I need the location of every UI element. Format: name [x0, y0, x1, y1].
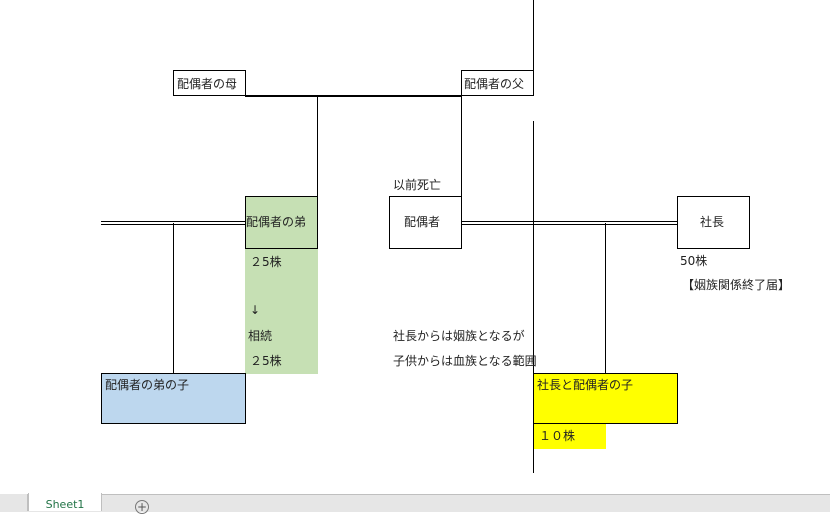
- child-shares-fill: [534, 424, 606, 449]
- brother-shares-fill: [245, 248, 318, 374]
- range-annotation-line1: 社長からは姻族となるが: [393, 329, 525, 343]
- connector-parents-to-spouse: [461, 96, 462, 197]
- node-president: 社長: [677, 196, 750, 249]
- range-divider-line: [533, 121, 534, 473]
- president-shares: 50株: [680, 254, 708, 268]
- connector-marriage-to-child: [605, 223, 606, 374]
- node-label: 配偶者の父: [464, 77, 525, 91]
- node-label: 配偶者: [404, 215, 441, 229]
- president-note: 【姻族関係終了届】: [682, 278, 791, 292]
- node-label: 社長と配偶者の子: [537, 378, 634, 392]
- node-label: 配偶者の弟の子: [105, 378, 190, 392]
- child-shares: １０株: [539, 429, 576, 443]
- connector-parents-marriage: [245, 95, 462, 97]
- inherit-shares: ２5株: [250, 354, 282, 368]
- spouse-note: 以前死亡: [393, 178, 442, 192]
- node-spouse-brother: 配偶者の弟: [245, 196, 318, 249]
- inherit-label: 相続: [248, 329, 273, 343]
- node-brother-child: 配偶者の弟の子: [101, 373, 246, 424]
- inherit-arrow: ↓: [250, 303, 261, 317]
- sheet-tab-sheet1[interactable]: Sheet1: [28, 493, 102, 511]
- node-label: 社長: [700, 215, 725, 229]
- sheet-nav-area[interactable]: [0, 494, 28, 511]
- node-spouse: 配偶者: [389, 196, 462, 249]
- connector-brother-to-child: [173, 223, 174, 374]
- plus-circle-icon[interactable]: +: [135, 500, 149, 514]
- connector-spouse-president-marriage: [461, 221, 678, 225]
- node-president-spouse-child: 社長と配偶者の子: [533, 373, 678, 424]
- sheet-tab-bar: [0, 494, 830, 512]
- brother-shares: ２5株: [250, 255, 282, 269]
- connector-parents-to-brother: [317, 96, 318, 197]
- connector-father-top: [533, 0, 534, 75]
- node-label: 配偶者の母: [177, 77, 238, 91]
- node-label: 配偶者の弟: [246, 215, 307, 229]
- range-annotation-line2: 子供からは血族となる範囲: [393, 354, 537, 368]
- node-spouse-father: 配偶者の父: [461, 70, 534, 96]
- node-spouse-mother: 配偶者の母: [173, 70, 246, 96]
